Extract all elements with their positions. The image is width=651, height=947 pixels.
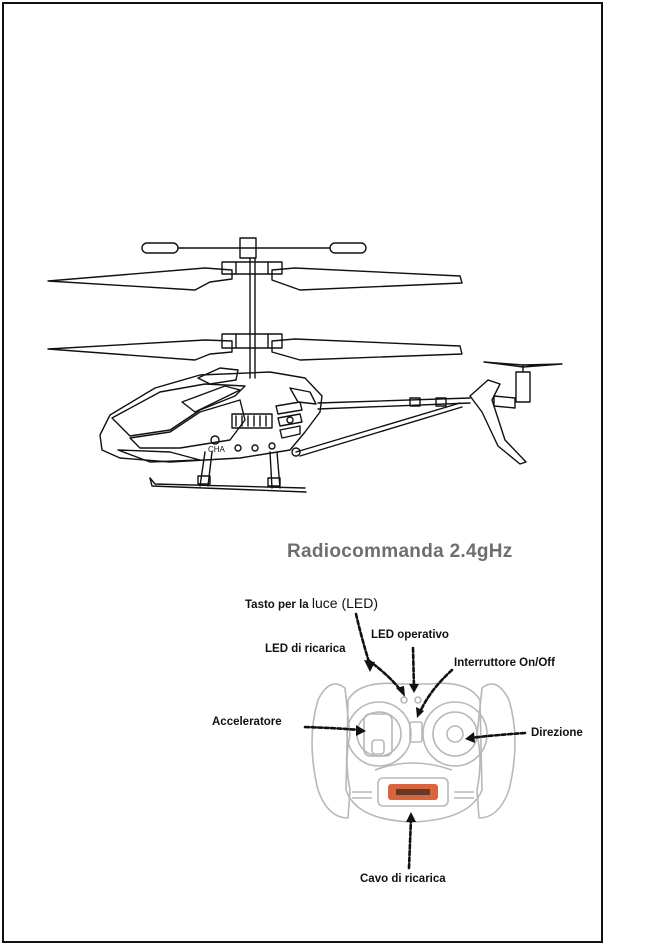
label-light-button-suffix: luce (LED)	[311, 595, 379, 611]
remote-title: Radiocommanda 2.4gHz	[287, 541, 513, 562]
label-cavo: Cavo di ricarica	[360, 873, 446, 885]
page-frame	[2, 2, 603, 943]
flybar	[141, 237, 367, 259]
fuselage	[99, 367, 323, 463]
label-direzione: Direzione	[531, 727, 583, 739]
lower-rotor	[47, 333, 463, 361]
channel-mark: CHA	[208, 445, 226, 454]
upper-rotor	[47, 261, 463, 291]
tail	[291, 361, 563, 465]
label-acceleratore: Acceleratore	[212, 716, 282, 728]
landing-skids	[149, 451, 307, 493]
label-led-operativo: LED operativo	[371, 629, 449, 641]
label-light-button-prefix: Tasto per la	[245, 599, 312, 611]
label-light-button: Tasto per la luce (LED)	[245, 595, 378, 611]
label-interruttore: Interruttore On/Off	[454, 657, 555, 669]
label-led-ricarica: LED di ricarica	[265, 643, 346, 655]
